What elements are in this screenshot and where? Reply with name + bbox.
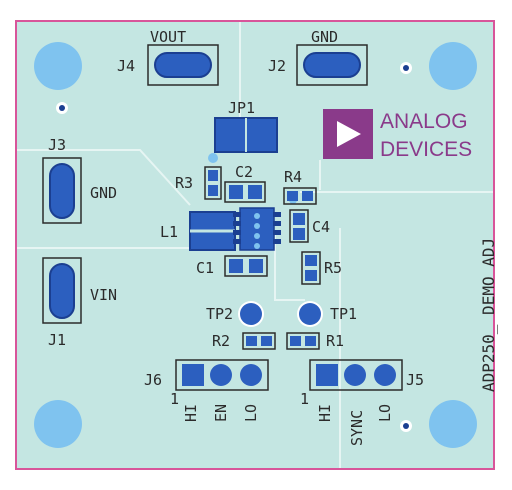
mounting-hole-top-right xyxy=(429,42,477,90)
mounting-hole-bottom-left xyxy=(34,400,82,448)
c2-outline xyxy=(224,181,266,203)
r1-outline xyxy=(286,332,320,350)
c4-outline xyxy=(289,209,309,243)
j4-net-label: VOUT xyxy=(150,28,186,46)
j6-pin1-label: 1 xyxy=(170,390,179,408)
jp1-ref-label: JP1 xyxy=(228,99,255,117)
j2-pad[interactable] xyxy=(303,52,361,78)
j2-outline xyxy=(296,44,368,86)
j5-pin1-label: 1 xyxy=(300,390,309,408)
ic-package xyxy=(233,207,281,251)
j5-ref-label: J5 xyxy=(406,371,424,389)
j5-label-hi: HI xyxy=(316,404,334,422)
trace-lines xyxy=(17,22,493,468)
vias xyxy=(56,62,412,432)
j4-outline xyxy=(147,44,219,86)
r3-ref-label: R3 xyxy=(175,174,193,192)
c4-ref-label: C4 xyxy=(312,218,330,236)
mounting-hole-top-left xyxy=(34,42,82,90)
r2-outline xyxy=(242,332,276,350)
j6-pin1[interactable] xyxy=(182,364,204,386)
r1-ref-label: R1 xyxy=(326,332,344,350)
c1-ref-label: C1 xyxy=(196,259,214,277)
c1-outline xyxy=(224,255,268,277)
j4-pad[interactable] xyxy=(154,52,212,78)
r3-outline xyxy=(204,166,222,200)
j3-net-label: GND xyxy=(90,184,117,202)
l1-ref-label: L1 xyxy=(160,223,178,241)
j5-label-sync: SYNC xyxy=(348,410,366,446)
j3-outline xyxy=(42,157,82,224)
j5-outline xyxy=(309,359,403,391)
j5-pin3[interactable] xyxy=(374,364,396,386)
board-title: ADP250_ DEMO ADJ xyxy=(479,238,498,392)
j6-pin3[interactable] xyxy=(240,364,262,386)
j5-pin1[interactable] xyxy=(316,364,338,386)
j1-ref-label: J1 xyxy=(48,331,66,349)
j2-net-label: GND xyxy=(311,28,338,46)
r4-outline xyxy=(283,187,317,205)
logo-line1: ANALOG xyxy=(380,110,468,133)
j3-ref-label: J3 xyxy=(48,136,66,154)
j6-label-lo: LO xyxy=(242,404,260,422)
analog-devices-logo: ANALOG DEVICES xyxy=(323,109,472,161)
c2-ref-label: C2 xyxy=(235,163,253,181)
j1-net-label: VIN xyxy=(90,286,117,304)
tp2-pad[interactable] xyxy=(240,303,262,325)
j1-outline xyxy=(42,257,82,324)
j5-pin2[interactable] xyxy=(344,364,366,386)
mounting-hole-bottom-right xyxy=(429,400,477,448)
logo-line2: DEVICES xyxy=(380,138,472,161)
j4-ref-label: J4 xyxy=(117,57,135,75)
r4-ref-label: R4 xyxy=(284,168,302,186)
j6-label-hi: HI xyxy=(182,404,200,422)
j6-outline xyxy=(175,359,269,391)
tp1-ref-label: TP1 xyxy=(330,305,357,323)
r5-ref-label: R5 xyxy=(324,259,342,277)
j1-pad[interactable] xyxy=(49,263,75,319)
j6-label-en: EN xyxy=(212,404,230,422)
j3-pad[interactable] xyxy=(49,163,75,219)
j5-label-lo: LO xyxy=(376,404,394,422)
tp1-pad[interactable] xyxy=(299,303,321,325)
tp2-ref-label: TP2 xyxy=(206,305,233,323)
j6-pin2[interactable] xyxy=(210,364,232,386)
j6-ref-label: J6 xyxy=(144,371,162,389)
r2-ref-label: R2 xyxy=(212,332,230,350)
r5-outline xyxy=(301,251,321,285)
j2-ref-label: J2 xyxy=(268,57,286,75)
